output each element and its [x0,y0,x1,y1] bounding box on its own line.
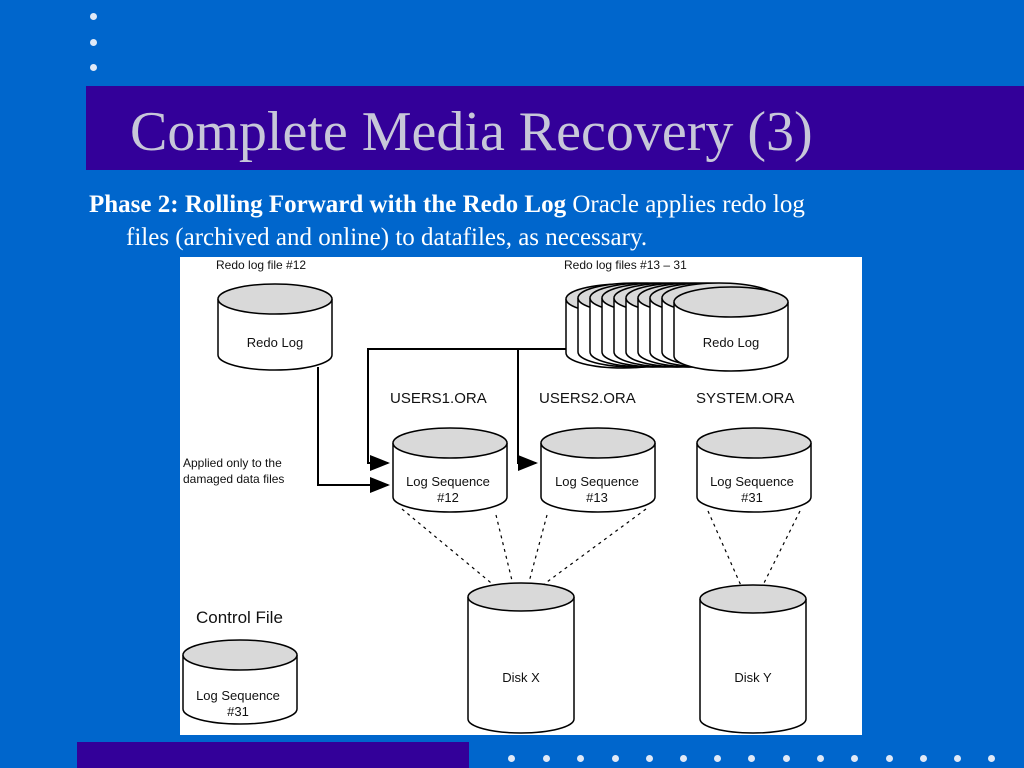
decor-dot [612,755,619,762]
disk-x-cylinder: Disk X [467,582,575,734]
decor-dot [646,755,653,762]
arrow-stack-to-users2 [517,349,538,471]
system-seq-line2: #31 [741,490,763,505]
decor-dot [508,755,515,762]
decor-dot [543,755,550,762]
footer-bar [77,742,469,768]
decor-dot [988,755,995,762]
disk-y-label: Disk Y [734,670,772,685]
users2-log-cylinder: Log Sequence #13 [540,427,656,513]
redo-log-left-label: Redo Log [247,335,303,350]
disk-y-cylinder: Disk Y [699,584,807,734]
applied-label-line2: damaged data files [183,472,284,486]
users1-seq-line2: #12 [437,490,459,505]
arrow-stack-to-users1 [367,348,566,471]
diagram-svg: Redo log file #12 Redo log files #13 – 3… [182,258,812,734]
redo-log-files-13-31-label: Redo log files #13 – 31 [564,258,687,272]
decor-dot [886,755,893,762]
decor-dot [783,755,790,762]
control-file-label: Control File [196,608,283,627]
decor-dot [577,755,584,762]
decor-dot [748,755,755,762]
control-seq-line1: Log Sequence [196,688,280,703]
phase-heading: Phase 2: Rolling Forward with the Redo L… [89,191,567,218]
decor-dot [680,755,687,762]
system-seq-line1: Log Sequence [710,474,794,489]
decor-dot [817,755,824,762]
decor-dot [920,755,927,762]
redo-log-right-label: Redo Log [703,335,759,350]
title-bar: Complete Media Recovery (3) [86,86,1024,170]
control-file-cylinder: Log Sequence #31 [182,639,298,725]
decor-dot [90,39,97,46]
redo-log-file-12-label: Redo log file #12 [216,258,306,272]
body-line-1-rest: Oracle applies redo log [566,191,805,218]
body-line-1: Phase 2: Rolling Forward with the Redo L… [89,188,919,221]
control-seq-line2: #31 [227,704,249,719]
system-ora-label: SYSTEM.ORA [696,390,794,407]
system-log-cylinder: Log Sequence #31 [696,427,812,513]
decor-dot [90,64,97,71]
redo-log-stack: Redo Log [565,282,789,372]
disk-x-label: Disk X [502,670,540,685]
users1-log-cylinder: Log Sequence #12 [392,427,508,513]
recovery-diagram: Redo log file #12 Redo log files #13 – 3… [180,257,862,735]
applied-label-line1: Applied only to the [183,456,282,470]
users1-seq-line1: Log Sequence [406,474,490,489]
body-line-2: files (archived and online) to datafiles… [126,224,648,251]
decor-dot [714,755,721,762]
users2-seq-line2: #13 [586,490,608,505]
slide-body: Phase 2: Rolling Forward with the Redo L… [89,188,919,254]
users2-seq-line1: Log Sequence [555,474,639,489]
decor-dot [954,755,961,762]
decor-dot [90,13,97,20]
arrow-redo12-to-users1 [317,367,390,493]
slide-title: Complete Media Recovery (3) [130,101,813,163]
users1-ora-label: USERS1.ORA [390,390,487,407]
redo-log-cylinder-left: Redo Log [217,283,333,371]
decor-dot [851,755,858,762]
users2-ora-label: USERS2.ORA [539,390,636,407]
